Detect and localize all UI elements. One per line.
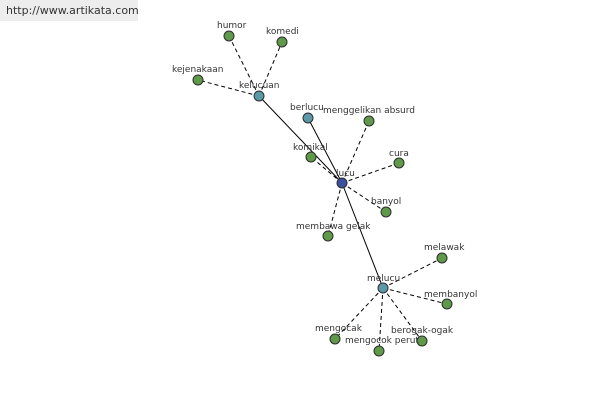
node-label-membawa-gelak[interactable]: membawa gelak (296, 222, 371, 232)
graph-labels: lucu kelucuan berlucu melucu humor komedi keje… (172, 21, 477, 346)
node-label-humor[interactable]: humor (217, 21, 247, 31)
node-mengocak[interactable] (329, 333, 341, 345)
node-label-membanyol[interactable]: membanyol (424, 290, 477, 300)
node-kejenakaan[interactable] (192, 74, 204, 86)
graph-nodes (192, 30, 453, 357)
node-label-lucu[interactable]: lucu (336, 169, 355, 179)
node-label-berogak-ogak[interactable]: berogak-ogak (391, 326, 454, 336)
node-label-kelucuan[interactable]: kelucuan (239, 81, 280, 91)
node-label-kejenakaan[interactable]: kejenakaan (172, 65, 223, 75)
node-label-menggelikan-absurd[interactable]: menggelikan absurd (323, 106, 415, 116)
node-label-mengocak[interactable]: mengocak (315, 324, 363, 334)
node-humor[interactable] (223, 30, 235, 42)
edge-melucu-berogak-ogak (382, 287, 423, 342)
edge-melucu-mengocok-perut (378, 287, 384, 352)
node-komedi[interactable] (276, 36, 288, 48)
edge-kelucuan-lucu (258, 95, 343, 184)
node-melucu[interactable] (377, 282, 389, 294)
node-banyol[interactable] (380, 206, 392, 218)
edge-lucu-menggelikan-absurd (341, 120, 370, 184)
node-label-komedi[interactable]: komedi (266, 27, 299, 37)
node-cura[interactable] (393, 157, 405, 169)
node-melawak[interactable] (436, 252, 448, 264)
node-label-melucu[interactable]: melucu (367, 274, 400, 284)
node-berogak-ogak[interactable] (416, 335, 428, 347)
node-mengocok-perut[interactable] (373, 345, 385, 357)
node-kelucuan[interactable] (253, 90, 265, 102)
node-menggelikan-absurd[interactable] (363, 115, 375, 127)
node-komikal[interactable] (305, 151, 317, 163)
edge-melucu-mengocak (334, 287, 384, 340)
node-label-banyol[interactable]: banyol (371, 197, 401, 207)
edge-kelucuan-komedi (258, 41, 283, 97)
edge-berlucu-lucu (307, 117, 343, 184)
node-membanyol[interactable] (441, 298, 453, 310)
edge-lucu-cura (341, 162, 400, 184)
edge-kelucuan-kejenakaan (197, 79, 260, 97)
node-label-melawak[interactable]: melawak (424, 243, 465, 253)
node-lucu[interactable] (336, 177, 348, 189)
node-label-mengocok-perut[interactable]: mengocok perut (345, 336, 419, 346)
node-label-komikal[interactable]: komikal (293, 143, 328, 153)
node-label-cura[interactable]: cura (389, 149, 409, 159)
edge-melucu-membanyol (382, 287, 448, 305)
edge-melucu-lucu (341, 182, 384, 289)
node-membawa-gelak[interactable] (322, 230, 334, 242)
edge-lucu-banyol (341, 182, 387, 213)
node-label-berlucu[interactable]: berlucu (290, 103, 324, 113)
graph-edges (197, 35, 448, 352)
edge-lucu-membawa-gelak (327, 182, 343, 237)
node-berlucu[interactable] (302, 112, 314, 124)
source-url-banner[interactable]: http://www.artikata.com (0, 0, 139, 21)
